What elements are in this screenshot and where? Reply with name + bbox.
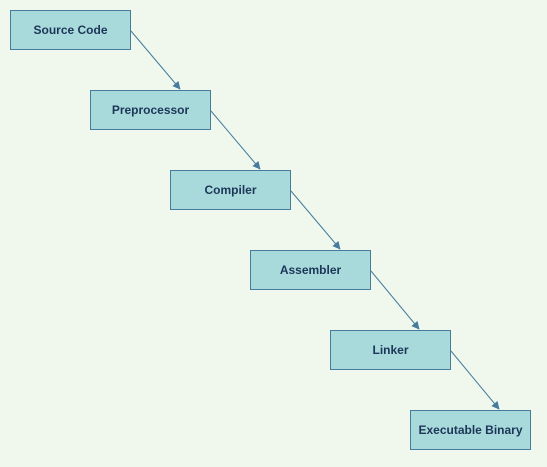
edges [130,30,500,410]
node-compiler-label: Compiler [204,183,256,197]
node-preprocessor-label: Preprocessor [112,103,190,117]
node-preprocessor-box [90,90,211,130]
edge-source-code-to-preprocessor [130,30,181,90]
edge-linker-to-executable-binary [450,350,500,410]
node-assembler-box [250,250,371,290]
node-source-code-box [10,10,131,50]
node-compiler-box [170,170,291,210]
node-assembler: Assembler [250,250,371,290]
node-source-code: Source Code [10,10,131,50]
node-linker: Linker [330,330,451,370]
node-preprocessor: Preprocessor [90,90,211,130]
node-linker-box [330,330,451,370]
edge-assembler-to-linker [370,270,420,330]
node-compiler: Compiler [170,170,291,210]
nodes: Source Code Preprocessor Compiler Assemb… [10,10,531,450]
node-source-code-label: Source Code [33,23,107,37]
node-assembler-label: Assembler [280,263,342,277]
edge-compiler-to-assembler [290,190,341,250]
node-linker-label: Linker [372,343,408,357]
node-executable-binary: Executable Binary [410,410,531,450]
node-executable-binary-box [410,410,531,450]
edge-preprocessor-to-compiler [210,110,261,170]
node-executable-binary-label: Executable Binary [418,423,522,437]
